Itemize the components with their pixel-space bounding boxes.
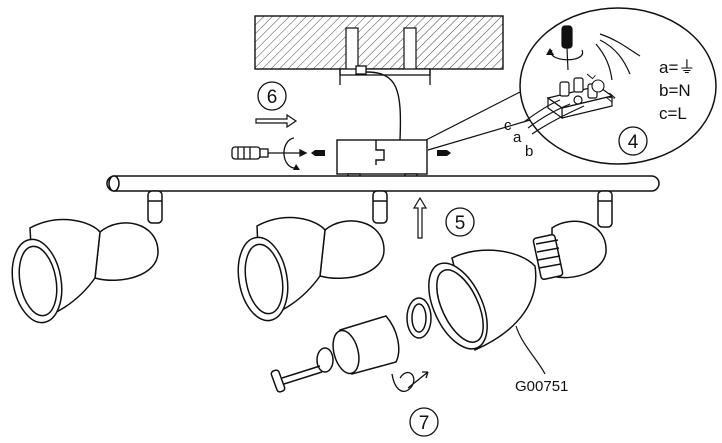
detail-rotate-arrow-head	[546, 48, 554, 55]
wire-letter-a: a	[513, 129, 522, 146]
step-5-number: 5	[455, 213, 466, 234]
step-5-badge: 5	[445, 207, 475, 237]
spotlight-2	[237, 190, 388, 322]
legend-a: a=⏚	[659, 58, 695, 77]
step-6-number: 6	[267, 87, 278, 108]
step-6-badge: 6	[257, 81, 287, 111]
screwdriver-icon	[231, 146, 308, 160]
product-code: G00751	[515, 378, 568, 395]
lampholder	[270, 315, 400, 393]
box-screw-left	[311, 150, 325, 156]
spotlight-3	[428, 190, 613, 352]
retaining-ring	[406, 297, 432, 339]
ground-symbol-icon	[591, 79, 605, 93]
step-7-number: 7	[419, 413, 430, 434]
wire-letter-b: b	[525, 143, 533, 160]
wiring-detail	[425, 7, 717, 165]
detail-wires	[523, 33, 641, 135]
detail-screwdriver-icon	[561, 25, 573, 71]
legend-b: b=N	[659, 81, 691, 100]
step-4-number: 4	[628, 132, 639, 153]
step-6-arrow-icon	[255, 113, 298, 129]
legend-c: c=L	[659, 104, 687, 123]
rotate-arrow-icon	[283, 137, 297, 169]
rotate-arrow-head	[293, 164, 300, 170]
mounting-bracket	[339, 65, 431, 85]
step-4-badge: 4	[618, 126, 648, 156]
wire-letter-c: c	[504, 117, 512, 134]
step-5-arrow-icon	[412, 196, 428, 239]
junction-box	[336, 139, 428, 181]
ground-wire	[365, 71, 402, 141]
product-code-leader	[515, 325, 546, 375]
box-screw-right	[437, 150, 451, 156]
twist-arrow-pointer	[407, 371, 429, 389]
step-7-badge: 7	[409, 407, 439, 437]
twist-arrow-icon	[391, 371, 415, 392]
spotlight-bar	[106, 175, 660, 192]
spotlight-1	[11, 190, 163, 324]
ceiling-block	[254, 15, 504, 71]
